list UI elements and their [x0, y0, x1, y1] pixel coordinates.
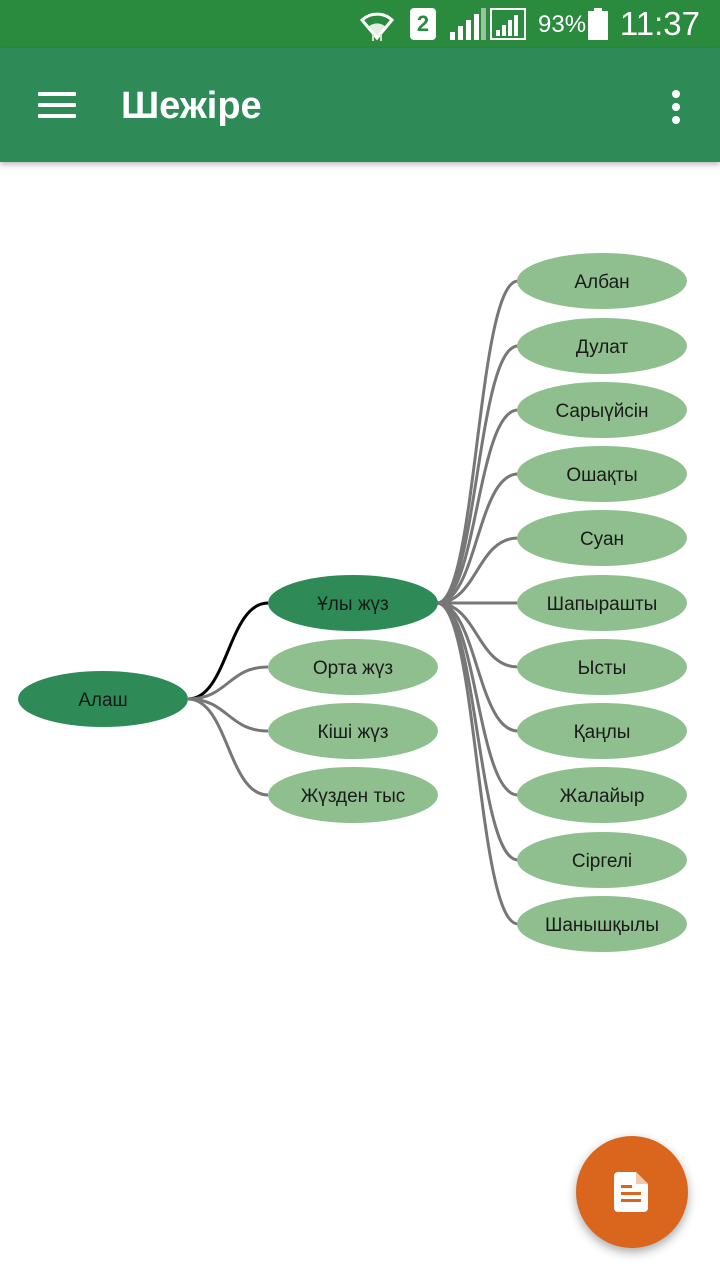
node-alban[interactable]: Албан — [517, 253, 687, 309]
edge-root-uly — [187, 601, 269, 701]
edge-root-tys — [187, 697, 269, 797]
node-label: Ошақты — [566, 465, 637, 486]
more-dot-icon — [672, 103, 680, 111]
node-label: Орта жүз — [313, 658, 393, 679]
node-label: Жалайыр — [560, 786, 645, 807]
signal-secondary-icon — [490, 8, 526, 40]
node-label: Шанышқылы — [545, 915, 659, 936]
edge-root-kishi — [187, 697, 269, 733]
menu-icon-bar — [38, 114, 76, 118]
node-label: Суан — [580, 529, 624, 550]
menu-icon-bar — [38, 103, 76, 107]
edges-root — [187, 601, 269, 797]
document-fab-button[interactable] — [576, 1136, 688, 1248]
node-shanyshkyly[interactable]: Шанышқылы — [517, 896, 687, 952]
edge-uly-child — [436, 601, 519, 669]
menu-icon-bar — [38, 92, 76, 96]
menu-button[interactable] — [24, 81, 88, 129]
node-label: Алаш — [78, 690, 128, 711]
edge-uly-child — [436, 408, 519, 605]
status-bar: 2 93% 11:37 — [0, 0, 720, 48]
node-suan[interactable]: Суан — [517, 510, 687, 566]
node-ysty[interactable]: Ысты — [517, 639, 687, 695]
node-label: Ысты — [578, 658, 627, 679]
edge-root-orta — [187, 665, 269, 701]
battery-icon — [588, 8, 608, 40]
more-dot-icon — [672, 90, 680, 98]
node-zhuzden-tys[interactable]: Жүзден тыс — [268, 767, 438, 823]
genealogy-tree: Алаш Ұлы жүз Орта жүз Кіші жүз Жүзден ты… — [18, 253, 687, 952]
signal-icon — [450, 8, 486, 40]
more-options-button[interactable] — [652, 81, 700, 129]
more-dot-icon — [672, 116, 680, 124]
sim-slot-number: 2 — [416, 11, 430, 36]
edge-uly-child — [436, 601, 519, 733]
edge-uly-child — [436, 601, 519, 862]
node-saryuisin[interactable]: Сарыүйсін — [517, 382, 687, 438]
node-label: Дулат — [576, 337, 629, 358]
node-label: Кіші жүз — [318, 722, 389, 743]
page-title: Шежіре — [121, 85, 262, 127]
node-kanly[interactable]: Қаңлы — [517, 703, 687, 759]
document-icon — [614, 1172, 648, 1212]
edge-uly-child — [436, 344, 519, 605]
battery-percent: 93% — [538, 11, 587, 38]
node-kishi-zhuz[interactable]: Кіші жүз — [268, 703, 438, 759]
edges-uly — [436, 279, 519, 926]
edge-uly-child — [436, 601, 519, 926]
node-orta-zhuz[interactable]: Орта жүз — [268, 639, 438, 695]
edge-uly-child — [436, 279, 519, 605]
node-alash[interactable]: Алаш — [18, 671, 188, 727]
node-label: Жүзден тыс — [301, 786, 406, 807]
node-uly-zhuz[interactable]: Ұлы жүз — [268, 575, 438, 631]
node-label: Албан — [574, 272, 629, 293]
node-oshakty[interactable]: Ошақты — [517, 446, 687, 502]
node-label: Қаңлы — [574, 722, 631, 743]
app-bar: Шежіре — [0, 48, 720, 162]
edge-uly-child — [436, 536, 519, 605]
node-sirgeli[interactable]: Сіргелі — [517, 832, 687, 888]
node-label: Ұлы жүз — [317, 594, 389, 615]
clock: 11:37 — [619, 5, 700, 42]
node-label: Сарыүйсін — [555, 401, 648, 422]
wifi-icon — [359, 12, 395, 41]
node-dulat[interactable]: Дулат — [517, 318, 687, 374]
node-shaprashty[interactable]: Шапырашты — [517, 575, 687, 631]
node-label: Шапырашты — [547, 594, 658, 615]
sim-slot-icon: 2 — [410, 8, 436, 40]
edge-uly-child — [436, 472, 519, 605]
node-label: Сіргелі — [572, 851, 632, 872]
node-zhalaiyr[interactable]: Жалайыр — [517, 767, 687, 823]
